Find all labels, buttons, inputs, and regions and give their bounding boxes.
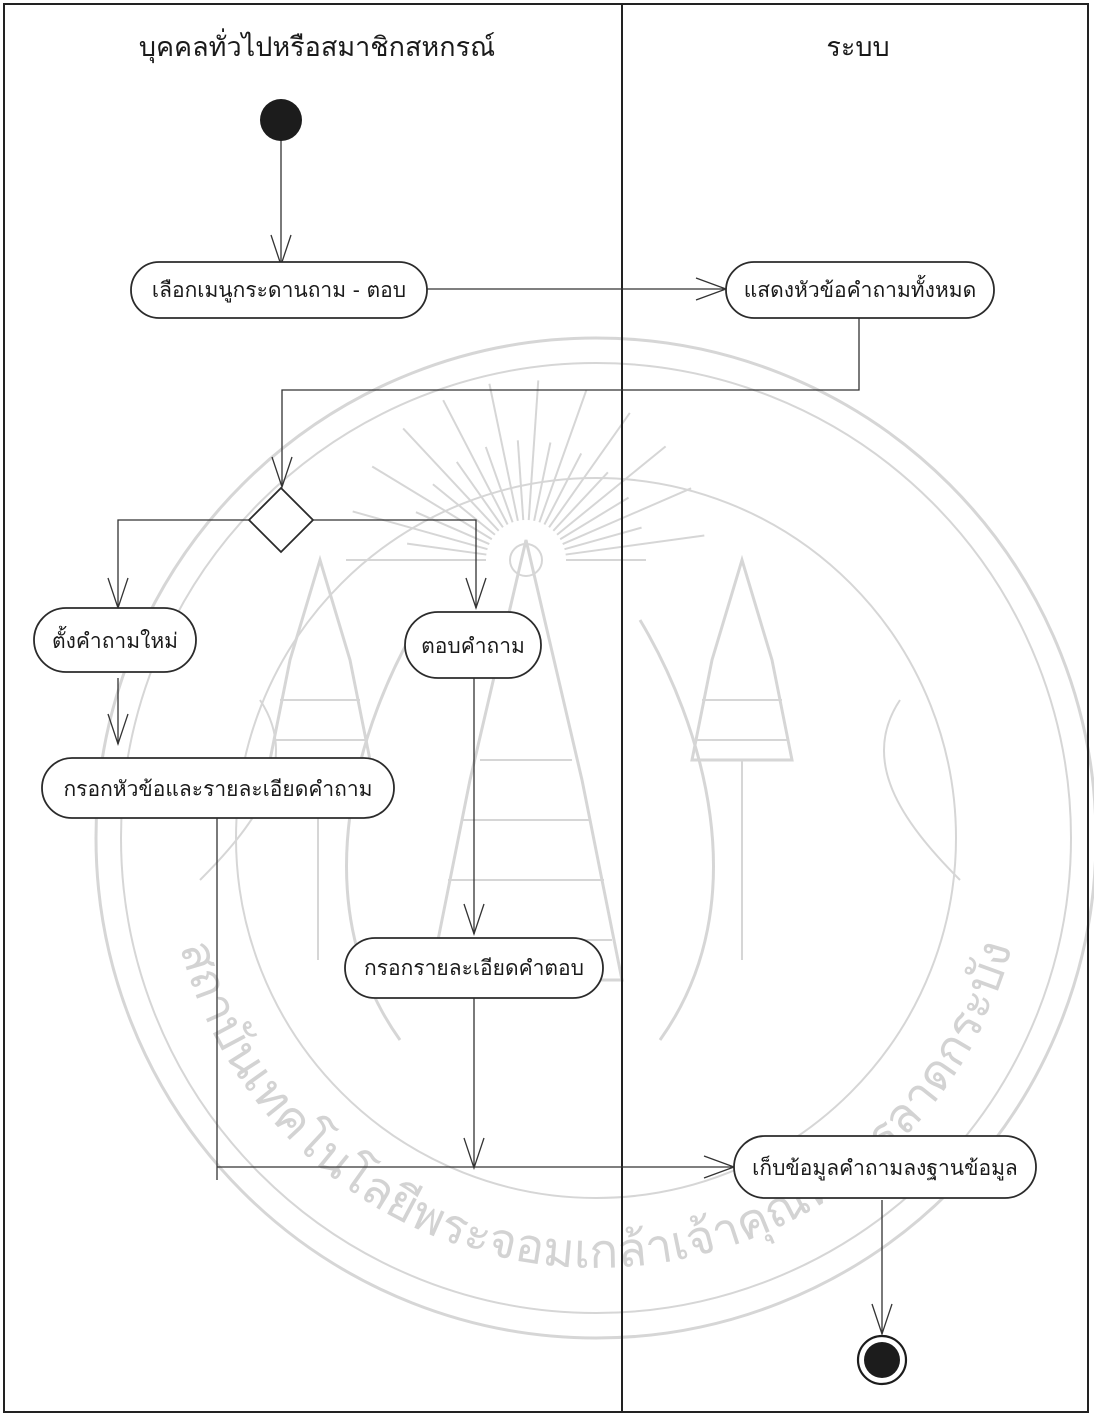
seal-ray bbox=[564, 526, 642, 551]
seal-ray bbox=[562, 487, 692, 545]
edge-decision-to-new-question bbox=[117, 519, 250, 608]
seal-ray bbox=[565, 534, 705, 556]
seal-ray bbox=[552, 471, 609, 532]
seal-ray bbox=[538, 390, 588, 523]
seal-ray bbox=[352, 510, 488, 551]
action-show-topics: แสดงหัวข้อคำถามทั้งหมด bbox=[725, 261, 995, 319]
seal-ray bbox=[402, 427, 500, 532]
lane-title-system: ระบบ bbox=[826, 32, 889, 63]
action-fill-answer-label: กรอกรายละเอียดคำตอบ bbox=[364, 956, 584, 980]
action-new-question: ตั้งคำถามใหม่ bbox=[33, 607, 197, 673]
arrowhead-answer-question bbox=[465, 577, 487, 611]
arrowhead-fill-answer bbox=[463, 903, 485, 937]
seal-ray bbox=[488, 383, 519, 522]
action-show-topics-label: แสดงหัวข้อคำถามทั้งหมด bbox=[744, 275, 976, 302]
arrowhead-join bbox=[463, 1137, 485, 1171]
action-fill-answer: กรอกรายละเอียดคำตอบ bbox=[344, 937, 604, 999]
action-select-menu: เลือกเมนูกระดานถาม - ตอบ bbox=[130, 261, 428, 319]
seal-ray bbox=[533, 442, 552, 522]
seal-ray bbox=[527, 380, 540, 521]
final-node bbox=[856, 1334, 908, 1386]
action-save-db-label: เก็บข้อมูลคำถามลงฐานข้อมูล bbox=[752, 1154, 1018, 1181]
lane-title-user: บุคคลทั่วไปหรือสมาชิกสหกรณ์ bbox=[139, 28, 495, 64]
arrowhead-fill-question bbox=[107, 713, 129, 747]
seal-ray bbox=[559, 496, 630, 541]
seal-ray bbox=[406, 542, 487, 556]
action-fill-question: กรอกหัวข้อและรายละเอียดคำถาม bbox=[41, 757, 395, 819]
action-new-question-label: ตั้งคำถามใหม่ bbox=[52, 626, 178, 653]
edges-layer bbox=[107, 122, 893, 1337]
action-select-menu-label: เลือกเมนูกระดานถาม - ตอบ bbox=[152, 278, 406, 303]
seal-ray bbox=[432, 483, 496, 536]
action-save-db: เก็บข้อมูลคำถามลงฐานข้อมูล bbox=[733, 1135, 1037, 1199]
seal-ray bbox=[484, 446, 514, 523]
seal-ray bbox=[556, 445, 667, 536]
seal-ray bbox=[442, 399, 509, 525]
action-fill-question-label: กรอกหัวข้อและรายละเอียดคำถาม bbox=[63, 777, 372, 801]
edge-decision-to-answer-question bbox=[312, 519, 477, 608]
nodes-layer: เลือกเมนูกระดานถาม - ตอบ แสดงหัวข้อคำถาม… bbox=[33, 99, 1037, 1386]
arrowhead-end bbox=[871, 1303, 893, 1337]
edge-fill-question-to-save-db bbox=[216, 816, 734, 1180]
seal-ray bbox=[516, 440, 525, 521]
arrowhead-decision bbox=[271, 456, 293, 490]
seal-ray bbox=[415, 511, 490, 545]
edge-show-topics-to-decision bbox=[281, 315, 860, 486]
seal-ray bbox=[455, 461, 504, 528]
action-answer-question: ตอบคำถาม bbox=[404, 611, 542, 679]
seal-ray bbox=[371, 465, 493, 541]
seal-ray bbox=[543, 452, 583, 525]
initial-node bbox=[260, 99, 302, 141]
seal-ray bbox=[548, 412, 631, 528]
action-answer-question-label: ตอบคำถาม bbox=[421, 634, 525, 658]
seal-sun-rays bbox=[346, 380, 705, 561]
diagram-frame bbox=[3, 3, 1089, 1413]
decision-node bbox=[247, 486, 315, 554]
